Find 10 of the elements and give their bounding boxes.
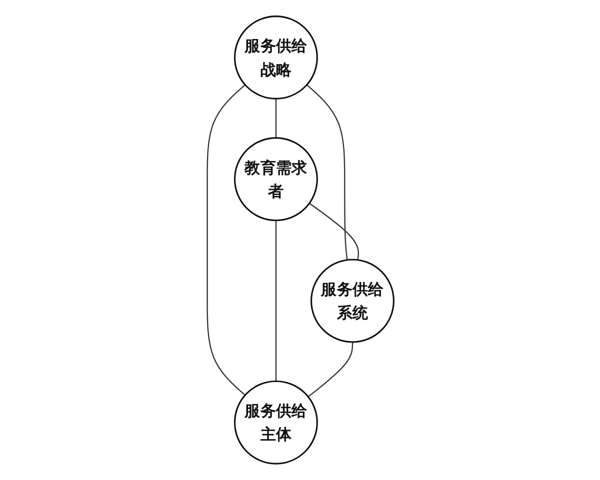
connector	[274, 220, 276, 382]
node-circle: 服务供给主体	[233, 380, 318, 464]
connector	[206, 84, 245, 396]
connector	[307, 342, 353, 398]
connector	[274, 98, 276, 138]
connector	[306, 84, 348, 260]
node-circle: 服务供给战略	[233, 16, 318, 100]
node-circle: 教育需求者	[233, 137, 318, 222]
connector	[308, 202, 359, 260]
node-circle: 服务供给系统	[310, 258, 394, 343]
